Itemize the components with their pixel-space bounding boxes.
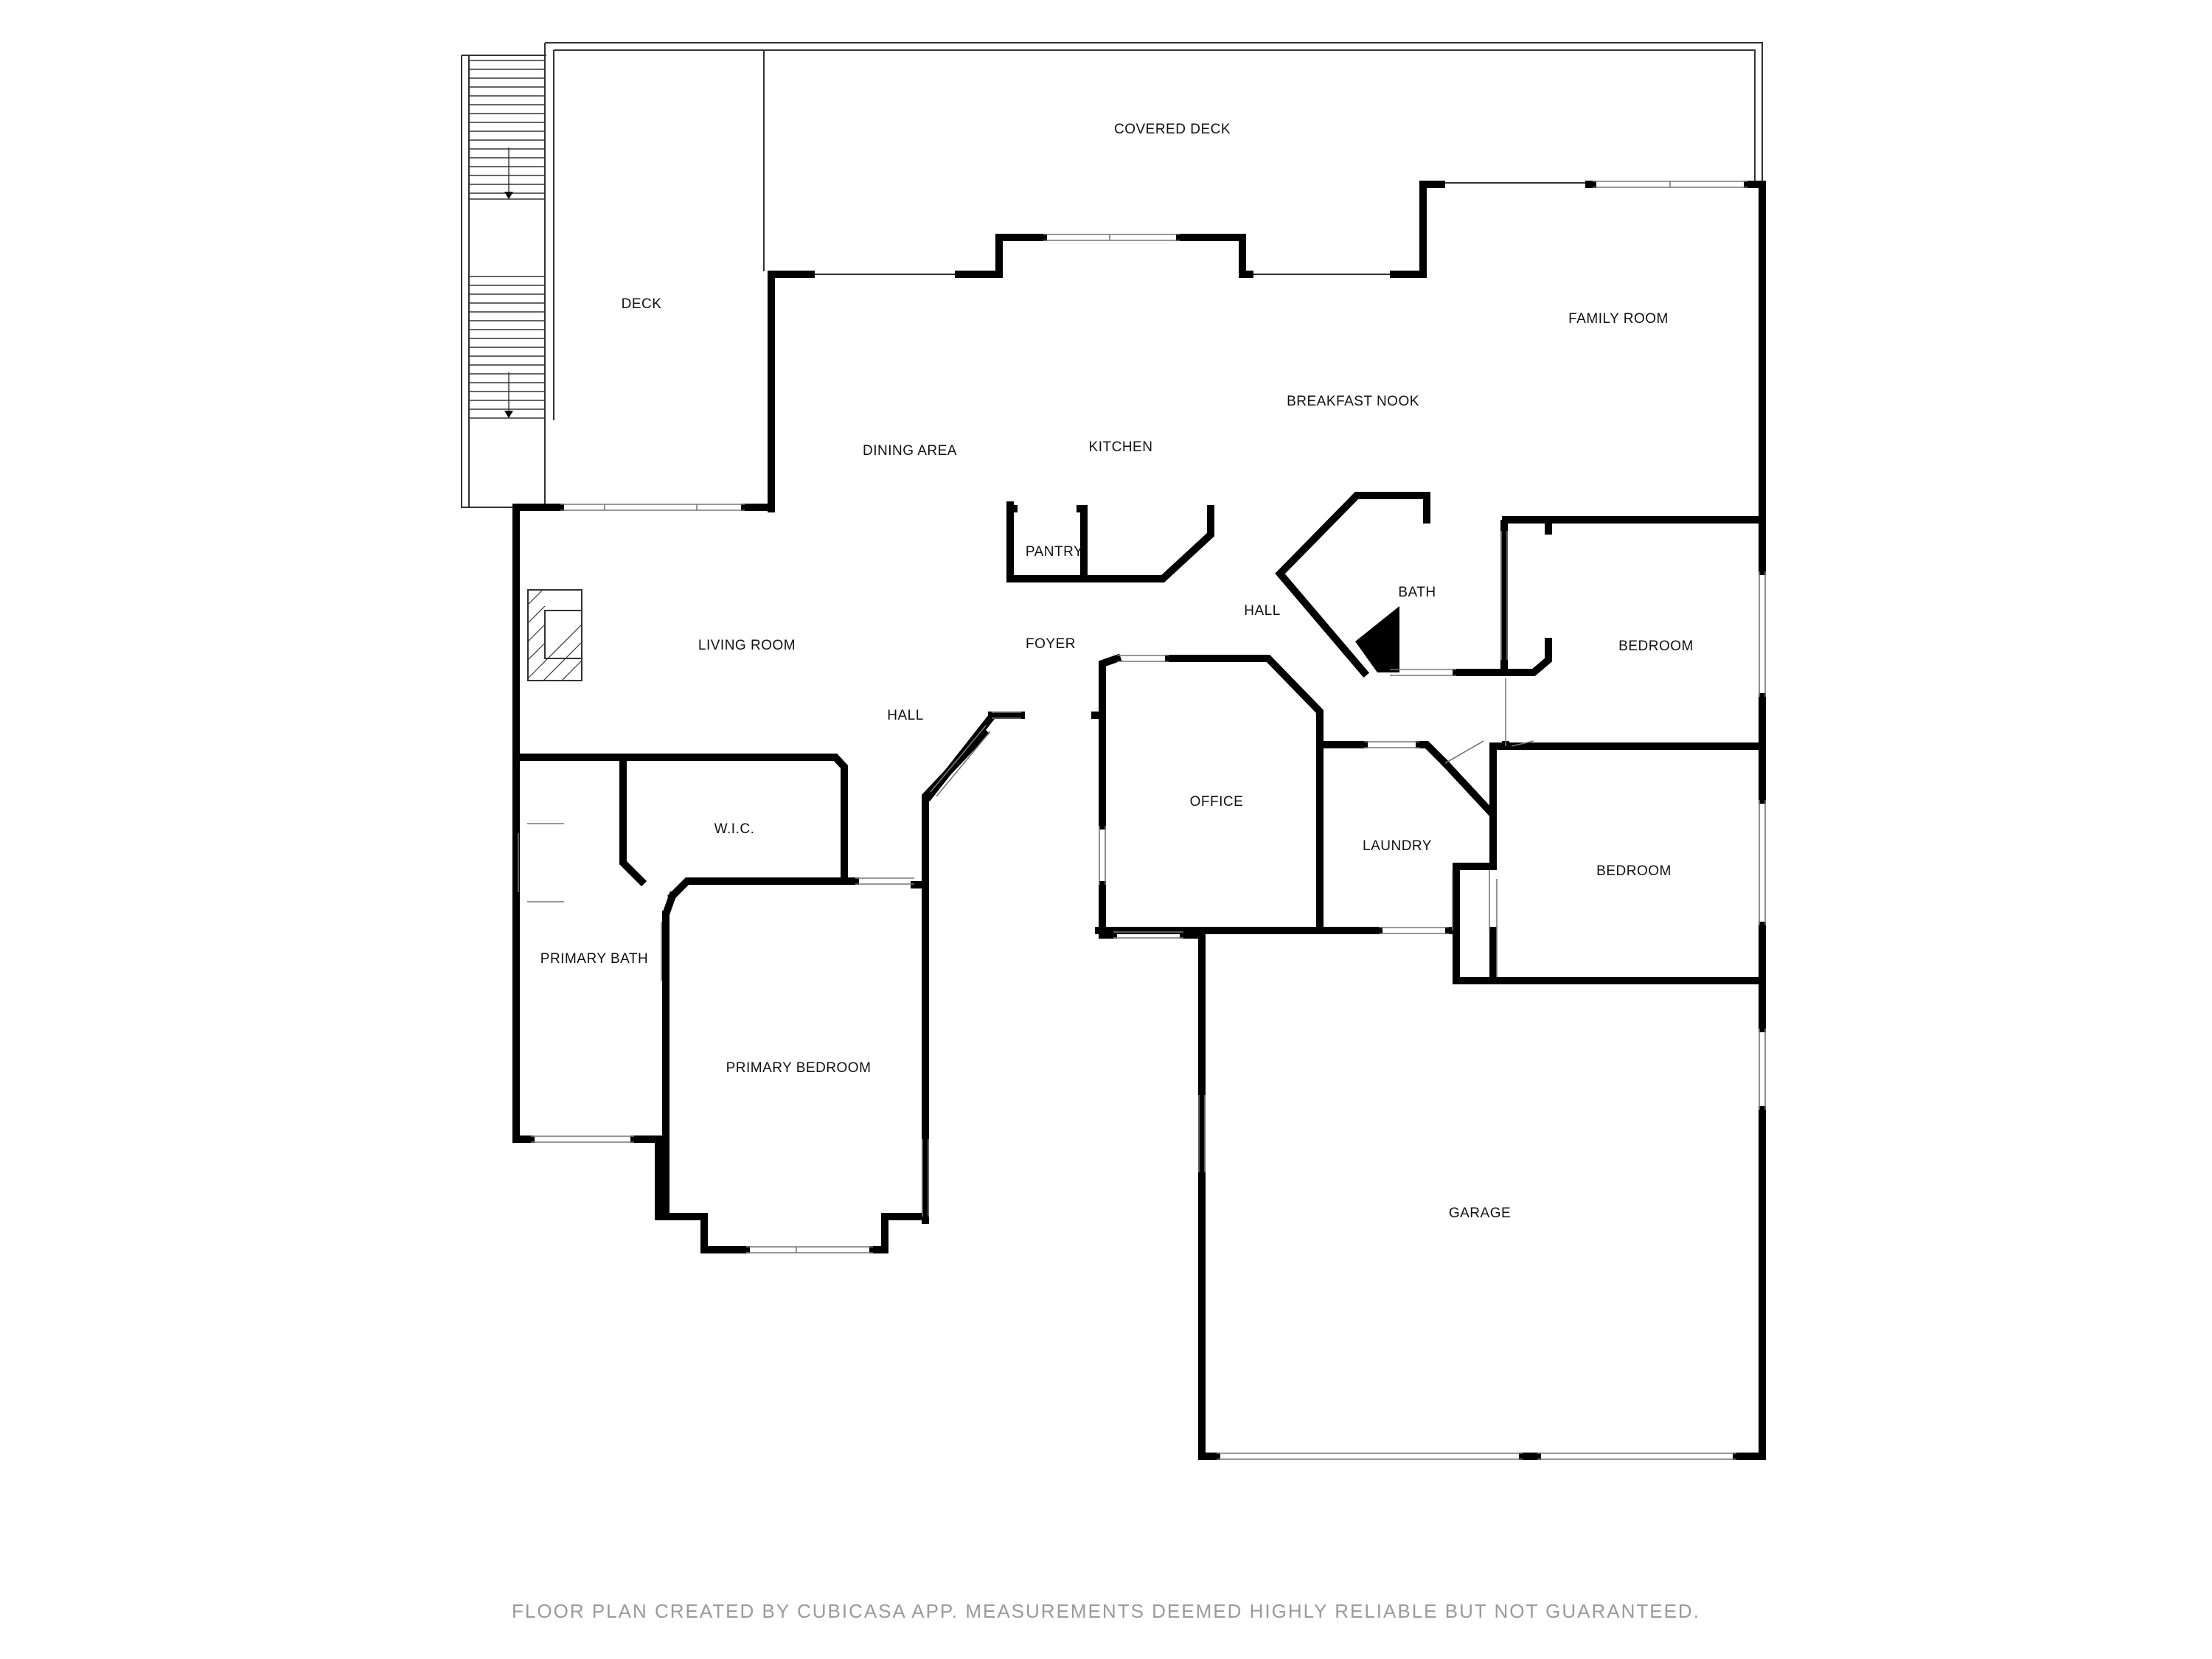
walls	[512, 181, 1766, 1460]
label-foyer: FOYER	[1026, 636, 1076, 652]
label-kitchen: KITCHEN	[1089, 439, 1153, 455]
label-covered-deck: COVERED DECK	[1114, 122, 1231, 137]
label-bedroom-lower: BEDROOM	[1596, 863, 1672, 879]
label-wic: W.I.C.	[714, 821, 755, 837]
label-dining-area: DINING AREA	[863, 443, 957, 459]
deck-outlines	[461, 42, 1763, 508]
label-office: OFFICE	[1190, 794, 1244, 810]
label-hall-east: HALL	[1244, 603, 1281, 619]
fireplace	[527, 589, 582, 681]
label-primary-bath: PRIMARY BATH	[540, 951, 648, 967]
label-laundry: LAUNDRY	[1363, 838, 1432, 854]
stair-arrows	[504, 192, 513, 418]
label-pantry: PANTRY	[1026, 544, 1083, 560]
label-living-room: LIVING ROOM	[698, 638, 796, 653]
label-hall-west: HALL	[887, 708, 924, 723]
label-garage: GARAGE	[1449, 1206, 1511, 1221]
label-bedroom-upper: BEDROOM	[1618, 639, 1694, 654]
label-bath: BATH	[1398, 585, 1436, 600]
label-deck: DECK	[622, 296, 662, 312]
deck-stairs	[469, 60, 545, 419]
stair-triangle	[1355, 606, 1399, 672]
label-family-room: FAMILY ROOM	[1568, 311, 1669, 327]
label-primary-bedroom: PRIMARY BEDROOM	[726, 1060, 872, 1076]
windows	[518, 181, 1766, 1460]
disclaimer-footer: FLOOR PLAN CREATED BY CUBICASA APP. MEAS…	[512, 1600, 1700, 1622]
label-breakfast-nook: BREAKFAST NOOK	[1287, 394, 1419, 409]
